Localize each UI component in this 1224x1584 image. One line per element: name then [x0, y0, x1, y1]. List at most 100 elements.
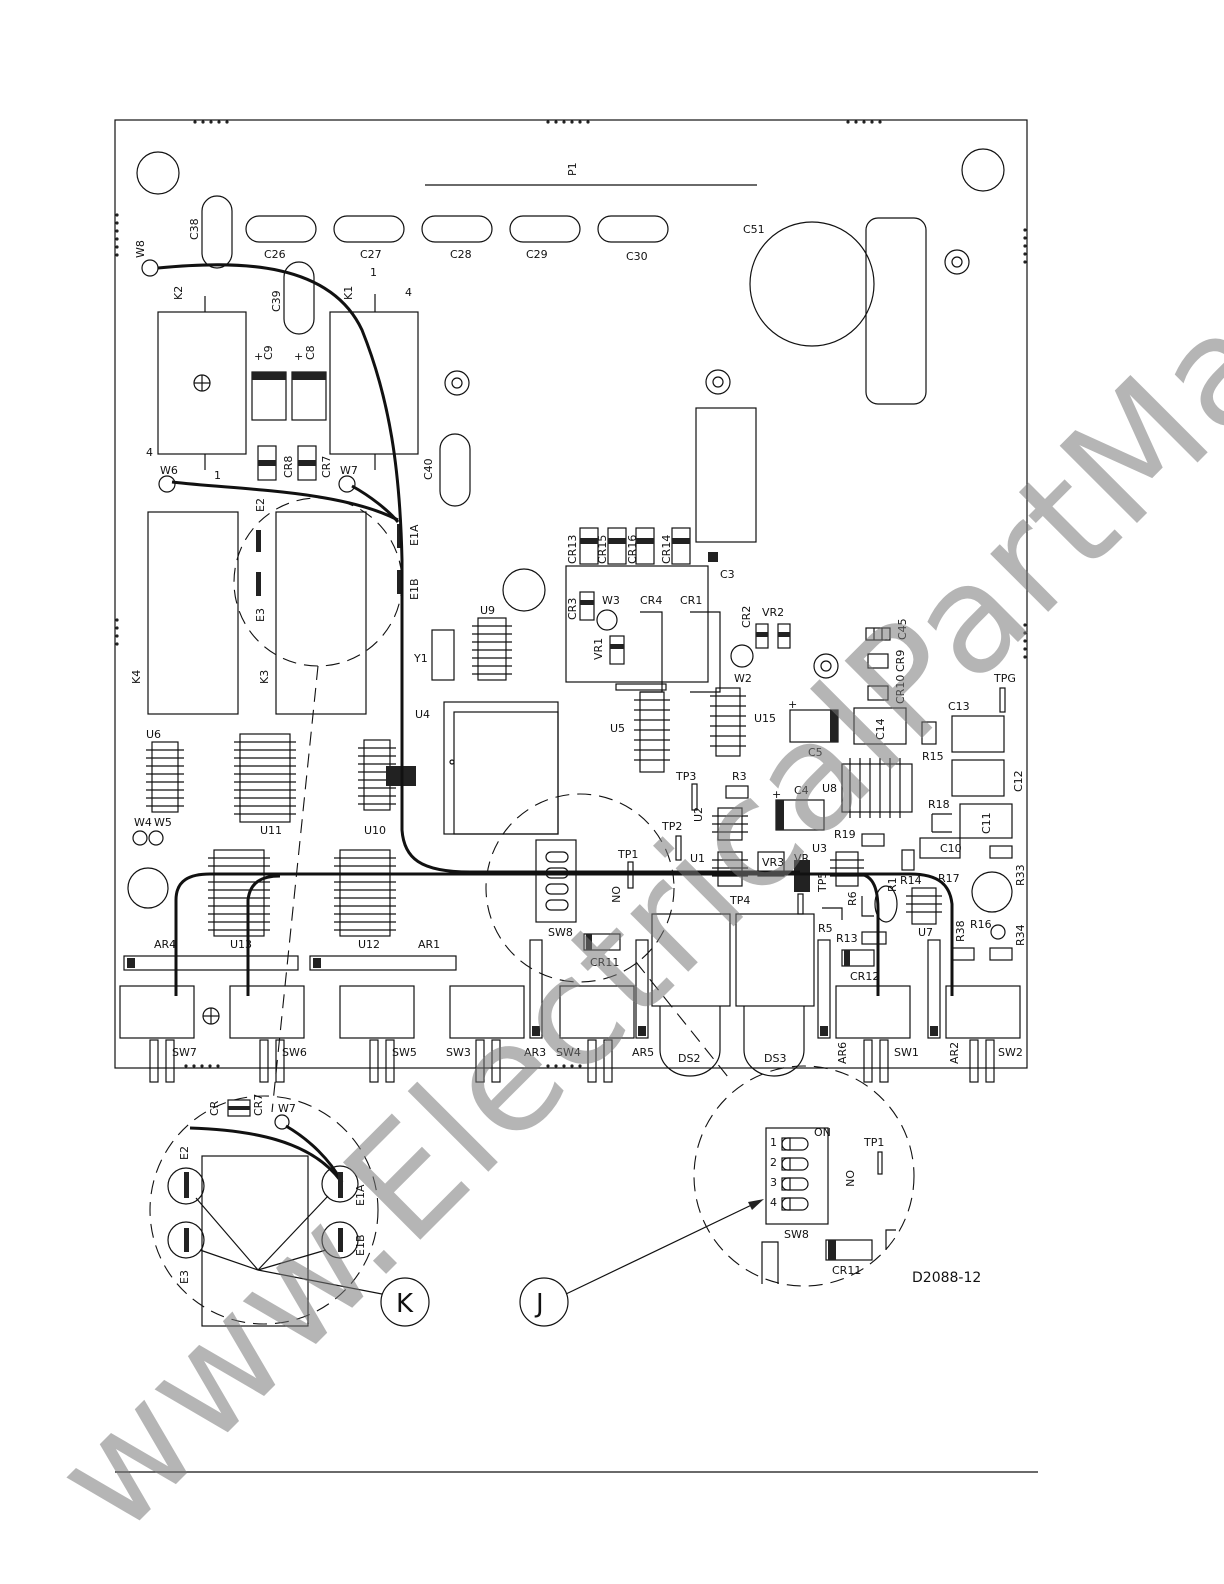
pad-w2: [730, 644, 754, 668]
label-w2: W2: [734, 672, 752, 685]
wire-sw6: [246, 874, 281, 996]
callout-k: K: [396, 1289, 414, 1319]
led-ds2-housing: [651, 913, 731, 1007]
label-k2: K2: [172, 286, 185, 300]
wire-clamp: [794, 860, 810, 892]
label-c9: C9: [262, 345, 275, 360]
diode-cr11: [583, 933, 621, 951]
detail-leader-k: [271, 665, 319, 1113]
pad-r16: [990, 924, 1006, 940]
label-sw5: SW5: [392, 1046, 417, 1059]
capacitor-c10: [919, 837, 961, 859]
label-cr10: CR10: [894, 675, 907, 704]
detail-k-label-e1a: E1A: [354, 1184, 367, 1206]
diode-group: [579, 527, 791, 665]
resistor-array-ar3: [529, 939, 543, 1039]
detail-k-ring-e3: [167, 1221, 205, 1259]
label-tpg: TPG: [993, 672, 1016, 685]
label-c5: C5: [808, 746, 823, 759]
label-c4: C4: [794, 784, 809, 797]
label-u4: U4: [415, 708, 430, 721]
resistor-array-ar1: [309, 955, 457, 971]
label-c13: C13: [948, 700, 970, 713]
ic-u6: [146, 741, 184, 813]
label-u6: U6: [146, 728, 161, 741]
resistor-r38: [951, 947, 975, 961]
resistor-array-ar2: [927, 939, 941, 1039]
resistor-array-ar5: [635, 939, 649, 1039]
label-w5: W5: [154, 816, 172, 829]
detail-circle-j-source: [485, 793, 675, 983]
watermark: www.ElectricalPartManuals.com: [22, 0, 1224, 1565]
label-cr8: CR8: [282, 456, 295, 478]
label-r15: R15: [922, 750, 944, 763]
label-w3: W3: [602, 594, 620, 607]
detail-j-pin-3: 3: [770, 1176, 777, 1189]
ic-u11: [234, 733, 296, 823]
label-c8: C8: [304, 345, 317, 360]
crystal-y1: [431, 629, 455, 681]
detail-k-ring-e1b: [321, 1221, 359, 1259]
relay-k2: [157, 311, 247, 455]
capacitor-c12: [951, 759, 1005, 797]
label-c26: C26: [264, 248, 286, 261]
resistor-r5: [822, 907, 843, 920]
drawing-number: D2088-12: [912, 1270, 981, 1286]
resistor-r6: [861, 896, 874, 917]
ic-u1: [712, 851, 748, 887]
label-tp3: TP3: [675, 770, 696, 783]
pin-label: 1: [370, 266, 377, 279]
pin-label: 1: [214, 469, 221, 482]
label-ar5: AR5: [632, 1046, 654, 1059]
callout-j-circle: [519, 1277, 569, 1327]
component-oval: [874, 885, 898, 923]
label-u3: U3: [812, 842, 827, 855]
label-cr14: CR14: [660, 535, 673, 564]
label-u9: U9: [480, 604, 495, 617]
capacitor-c11: [959, 803, 1013, 839]
detail-k-pad-w7: [274, 1114, 290, 1130]
pad-e1b: [397, 570, 402, 594]
detail-k-label-cr: CR: [208, 1100, 221, 1116]
label-cr16: CR16: [626, 535, 639, 564]
plus-mark: +: [294, 350, 303, 363]
label-r5: R5: [818, 922, 833, 935]
label-vr2: VR2: [762, 606, 784, 619]
detail-circle-k: [149, 1095, 379, 1325]
pin-label: 4: [405, 286, 412, 299]
resistor-r15: [921, 721, 937, 745]
testpoint-tp3: [691, 783, 698, 811]
detail-k-leaders: [195, 1195, 383, 1295]
label-e1b: E1B: [408, 579, 421, 601]
label-u8: U8: [822, 782, 837, 795]
label-cr3: CR3: [566, 598, 579, 620]
mounting-hole: [971, 871, 1013, 913]
label-y1: Y1: [413, 652, 428, 665]
label-u10: U10: [364, 824, 386, 837]
detail-j-label-sw8: SW8: [784, 1228, 809, 1241]
label-cr11-board: CR11: [590, 956, 619, 969]
resistor-r13: [861, 931, 887, 945]
capacitor-c51: [749, 221, 875, 347]
testpoint-tp5: [797, 893, 804, 915]
label-tp1-board: TP1: [617, 848, 638, 861]
label-c28: C28: [450, 248, 472, 261]
detail-j-diode-cr11: [825, 1239, 873, 1261]
label-w7: W7: [340, 464, 358, 477]
label-w6: W6: [160, 464, 178, 477]
label-r1: R1: [886, 877, 899, 892]
label-u11: U11: [260, 824, 282, 837]
label-cr9: CR9: [894, 650, 907, 672]
label-vr1: VR1: [592, 638, 605, 660]
pad-e2: [256, 530, 261, 552]
label-u2: U2: [692, 807, 705, 822]
label-c14: C14: [874, 718, 887, 740]
label-c29: C29: [526, 248, 548, 261]
wire-w6: [171, 480, 399, 522]
testpoint-tpg: [999, 687, 1006, 713]
detail-j-label-on-side: ON: [843, 1170, 856, 1187]
wire-sw1: [859, 872, 880, 996]
callout-j: J: [534, 1289, 544, 1319]
ic-small: [830, 851, 864, 887]
detail-circle-j: [693, 1065, 915, 1287]
